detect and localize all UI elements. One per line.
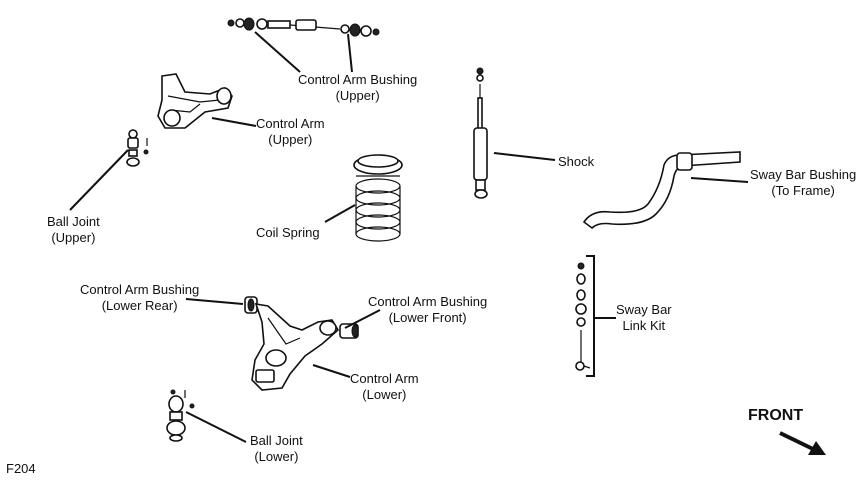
lower-front-bushing-part xyxy=(339,323,359,339)
label-sway-bar-bushing: Sway Bar Bushing(To Frame) xyxy=(750,167,857,198)
label-control-arm-bushing-lower-rear: Control Arm Bushing(Lower Rear) xyxy=(80,282,200,313)
sway-bar-link-kit-part xyxy=(575,262,591,371)
front-arrow-icon xyxy=(779,431,826,455)
leader-line xyxy=(344,309,381,329)
shock-part xyxy=(473,67,488,199)
coil-spring-part xyxy=(353,154,403,242)
leader-line xyxy=(69,149,129,211)
label-control-arm-lower: Control Arm(Lower) xyxy=(350,371,419,402)
label-ball-joint-upper: Ball Joint(Upper) xyxy=(47,214,100,245)
leader-line xyxy=(211,117,257,127)
leader-line xyxy=(690,177,749,183)
figure-id: F204 xyxy=(6,461,36,476)
label-coil-spring: Coil Spring xyxy=(256,225,320,240)
leader-line xyxy=(185,298,244,305)
label-ball-joint-lower: Ball Joint(Lower) xyxy=(250,433,303,464)
upper-control-arm-part xyxy=(157,73,233,129)
sway-bar-part xyxy=(582,151,741,230)
leader-line xyxy=(493,152,556,161)
leader-line xyxy=(185,411,247,443)
label-control-arm-bushing-upper: Control Arm Bushing(Upper) xyxy=(298,72,418,103)
leader-line xyxy=(347,33,353,73)
bracket xyxy=(586,255,595,377)
leader-line xyxy=(254,31,301,73)
leader-line xyxy=(324,204,356,223)
lower-rear-bushing-part xyxy=(244,296,258,314)
label-control-arm-upper: Control Arm(Upper) xyxy=(256,116,325,147)
lower-control-arm-part xyxy=(251,302,340,391)
label-shock: Shock xyxy=(558,154,595,169)
upper-ball-joint-part xyxy=(126,129,149,167)
label-control-arm-bushing-lower-front: Control Arm Bushing(Lower Front) xyxy=(368,294,488,325)
upper-control-arm-bushing-part xyxy=(227,17,380,37)
lower-ball-joint-part xyxy=(166,389,195,442)
leader-line xyxy=(312,364,351,378)
front-label: FRONT xyxy=(748,407,804,424)
